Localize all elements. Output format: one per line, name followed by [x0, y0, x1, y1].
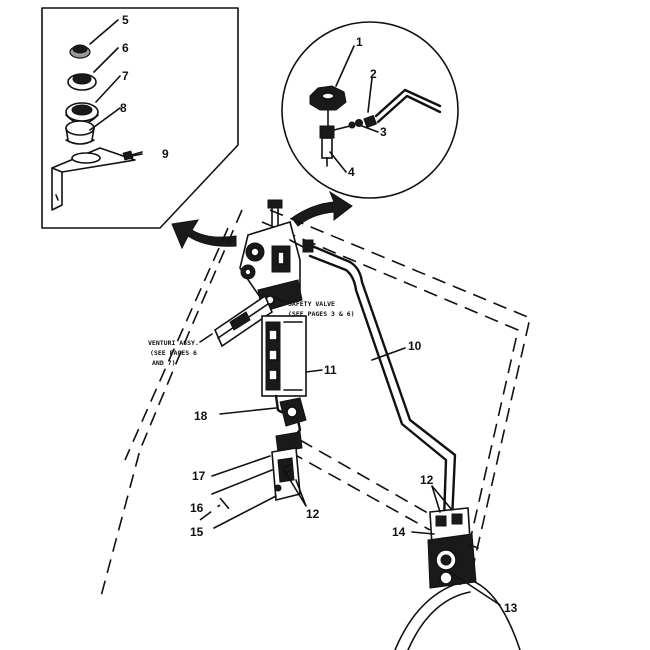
- callout-2: 2: [370, 67, 377, 81]
- callout-17: 17: [192, 469, 206, 483]
- valve-knob: [309, 85, 347, 127]
- svg-text:AND 7): AND 7): [152, 359, 175, 367]
- callout-10: 10: [408, 339, 422, 353]
- pilot-bracket: [261, 315, 307, 397]
- screw: [122, 150, 143, 161]
- main-burner-connection: [427, 507, 479, 589]
- callout-8: 8: [120, 101, 127, 115]
- venturi-note: VENTURI ASSY. (SEE PAGES 6 AND 7): [148, 339, 199, 367]
- svg-text:SAFETY VALVE: SAFETY VALVE: [288, 300, 335, 308]
- callout-11: 11: [324, 363, 337, 377]
- callout-14: 14: [392, 525, 406, 539]
- callout-6: 6: [122, 41, 129, 55]
- safety-valve-note: SAFETY VALVE (SEE PAGES 3 & 6): [288, 300, 355, 318]
- mounting-bracket: [51, 147, 136, 211]
- valve-stem-body: [319, 125, 335, 167]
- nut: [67, 73, 97, 91]
- knob-cap: [69, 44, 91, 59]
- inset-knob-assembly: 5 6 7 8 9: [41, 7, 239, 229]
- svg-text:(SEE PAGES 6: (SEE PAGES 6: [150, 349, 197, 357]
- callout-9: 9: [162, 147, 169, 161]
- callout-5: 5: [122, 13, 129, 27]
- safety-valve: [239, 199, 314, 313]
- callout-12-right: 12: [420, 473, 434, 487]
- thermocouple-assembly: [271, 394, 307, 502]
- gas-tube: [308, 244, 457, 522]
- svg-text:VENTURI ASSY.: VENTURI ASSY.: [148, 339, 199, 347]
- cabinet-outline: [99, 209, 531, 650]
- arrow-to-left-inset: [171, 219, 237, 250]
- collar: [65, 120, 95, 145]
- inset-valve-detail: 1 2 3 4: [281, 21, 459, 199]
- svg-text:(SEE PAGES 3 & 6): (SEE PAGES 3 & 6): [288, 310, 355, 318]
- callout-7: 7: [122, 69, 129, 83]
- venturi-assembly: [199, 294, 273, 348]
- callout-18: 18: [194, 409, 208, 423]
- callout-16: 16: [190, 501, 204, 515]
- tube-fitting: [333, 88, 442, 131]
- callout-13: 13: [504, 601, 518, 615]
- callout-leaders: [211, 297, 501, 606]
- callout-15: 15: [190, 525, 204, 539]
- callout-3: 3: [380, 125, 387, 139]
- arrow-to-right-inset: [291, 190, 353, 227]
- callout-12-left: 12: [306, 507, 320, 521]
- callout-1: 1: [356, 35, 363, 49]
- callout-4: 4: [348, 165, 355, 179]
